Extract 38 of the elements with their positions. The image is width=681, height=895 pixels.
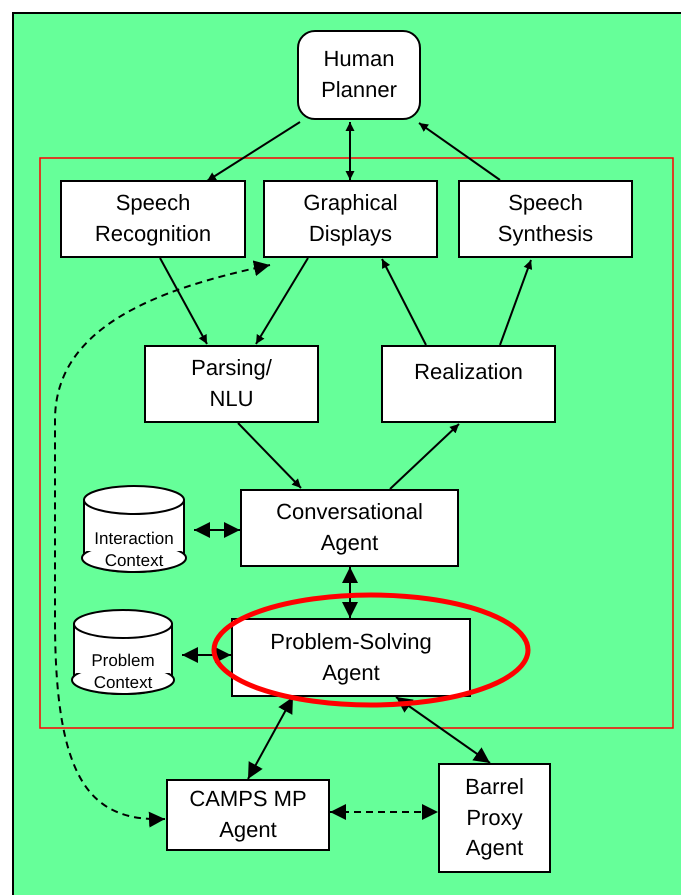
arrow — [182, 647, 231, 663]
node-label: Speech Recognition — [94, 189, 212, 248]
dashed-arrow — [54, 260, 270, 827]
arrow — [159, 258, 208, 344]
process-box — [438, 763, 551, 873]
process-box — [240, 489, 459, 567]
arrow — [418, 122, 501, 181]
process-box — [458, 180, 633, 258]
arrow — [389, 423, 460, 490]
arrow — [499, 260, 532, 346]
node-label: Barrel Proxy Agent — [464, 772, 525, 862]
node-label: Conversational Agent — [275, 498, 424, 557]
node-label: Speech Synthesis — [496, 189, 594, 248]
process-box — [263, 180, 438, 258]
arrow — [206, 121, 301, 182]
process-box — [60, 180, 246, 258]
arrow — [255, 257, 309, 345]
arrow — [346, 122, 354, 180]
node-label: Human Planner — [320, 45, 398, 104]
arrow — [395, 696, 491, 764]
node-label: Problem-Solving Agent — [269, 628, 433, 687]
arrow — [237, 422, 302, 489]
node-label: Graphical Displays — [302, 189, 399, 248]
node-label: Problem Context — [90, 650, 156, 694]
process-box — [231, 618, 471, 697]
dashed-arrow — [330, 804, 438, 820]
process-box — [381, 345, 556, 423]
arrow — [194, 522, 240, 538]
process-box — [144, 345, 319, 423]
node-label: Realization — [414, 358, 523, 386]
arrow — [247, 696, 294, 780]
node-label: Parsing/ NLU — [190, 354, 273, 413]
arrow — [381, 258, 427, 346]
process-box — [166, 779, 330, 851]
node-label: CAMPS MP Agent — [188, 785, 308, 844]
rounded-box — [297, 30, 421, 120]
node-label: Interaction Context — [93, 528, 175, 572]
arrow — [342, 567, 358, 618]
